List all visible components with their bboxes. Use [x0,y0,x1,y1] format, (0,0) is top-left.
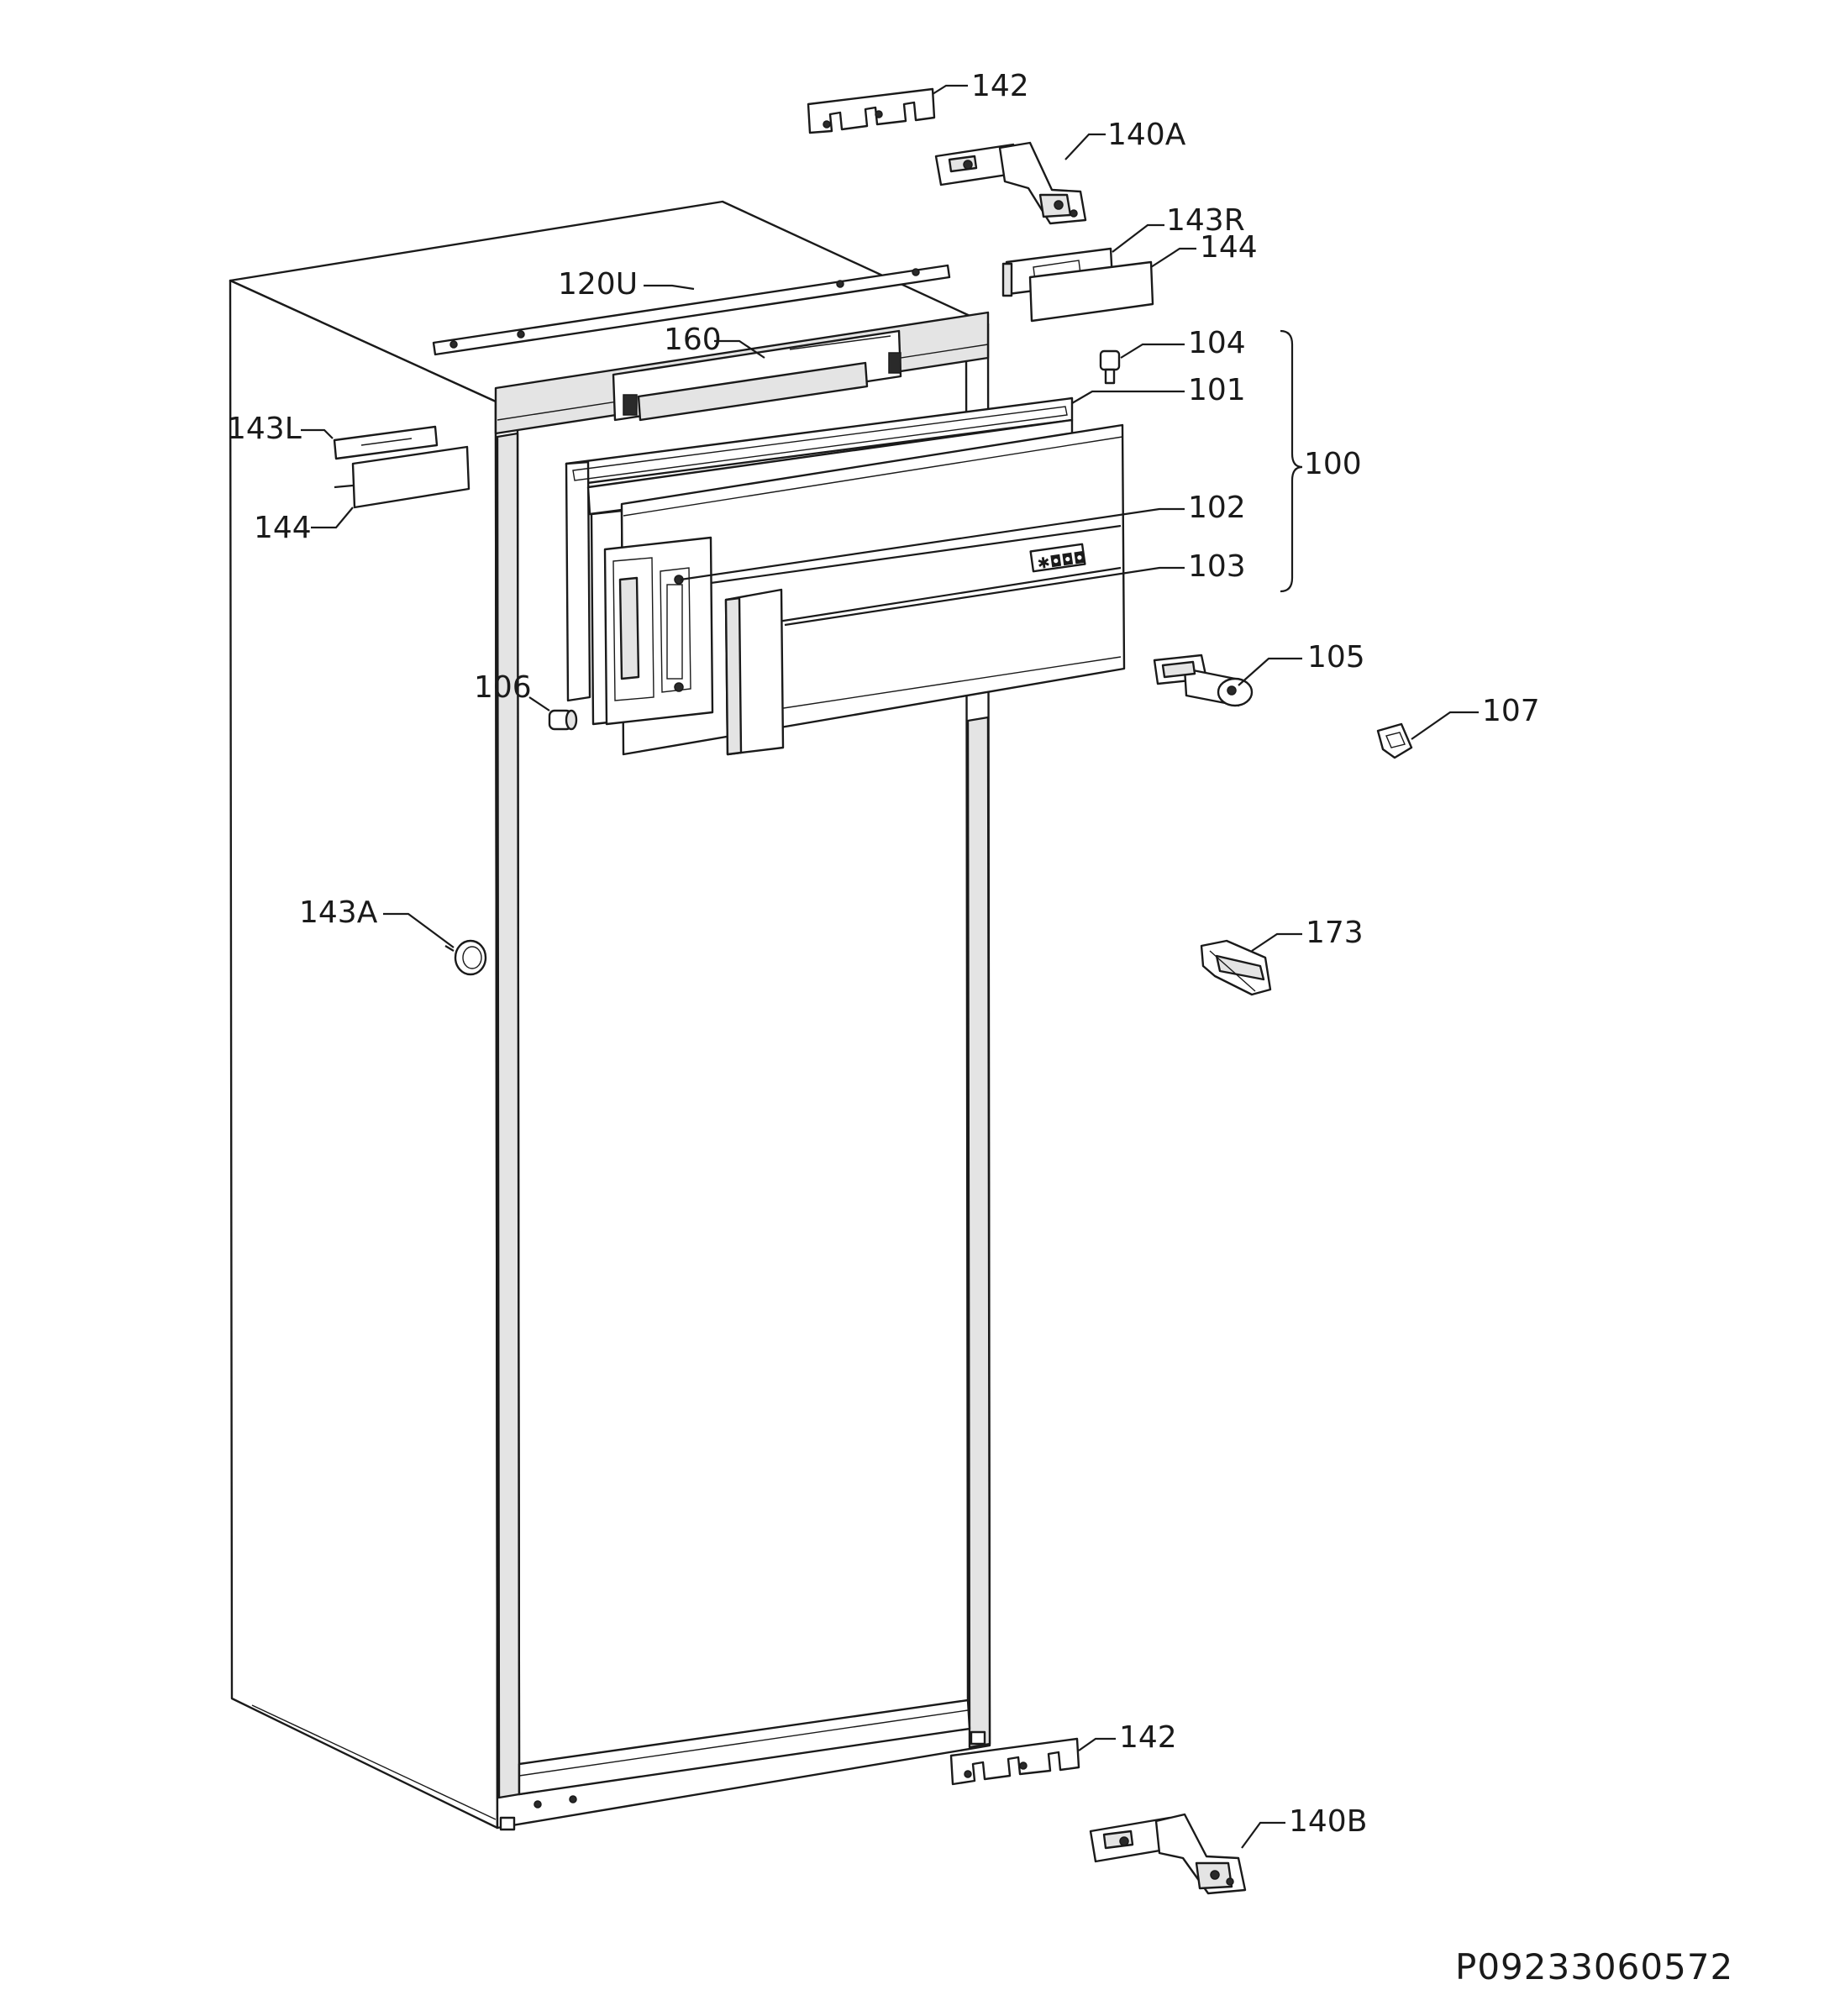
callout-103: 103 [1188,549,1246,584]
callout-142-bottom: 142 [1119,1720,1177,1755]
hinge-cover-144-left [334,445,470,509]
hinge-spacer-142-bottom [949,1737,1080,1786]
pin-104 [1099,349,1121,385]
bushing-106 [548,709,578,731]
latch-105 [1153,654,1254,707]
callout-143A: 143A [299,895,378,930]
door-bumper-143A [444,939,487,976]
callout-100: 100 [1304,447,1362,481]
leader-lines [301,84,1479,1849]
callout-102: 102 [1188,491,1246,525]
callout-144-left: 144 [254,511,312,545]
top-hinge-140A [934,141,1087,225]
callout-140A: 140A [1107,118,1186,152]
bracket-173 [1200,939,1272,996]
bottom-hinge-140B [1089,1813,1247,1895]
callout-173: 173 [1306,916,1364,950]
hinge-cover-143L [333,425,439,460]
hinge-spacer-142-top [807,87,936,134]
callout-143L: 143L [227,412,302,446]
callout-106: 106 [474,670,532,705]
callout-160: 160 [664,323,722,357]
callout-143R: 143R [1166,203,1245,238]
callout-105: 105 [1307,640,1365,675]
assembly-bracket-100 [1280,329,1303,593]
callout-142-top: 142 [971,69,1029,103]
clip-107 [1376,722,1413,759]
callout-144-right: 144 [1200,230,1258,265]
callout-101: 101 [1188,373,1246,407]
callout-140B: 140B [1289,1804,1367,1839]
callout-107: 107 [1482,694,1540,728]
hinge-cover-144-right [1028,260,1154,323]
freezer-door-assembly: ✱◘◘◘ [565,396,1126,756]
callout-labels: 142 140A 143R 144 120U 160 104 101 100 1… [227,69,1733,1987]
drawing-code: P09233060572 [1455,1946,1733,1987]
callout-120U: 120U [558,267,638,302]
callout-104: 104 [1188,326,1246,360]
